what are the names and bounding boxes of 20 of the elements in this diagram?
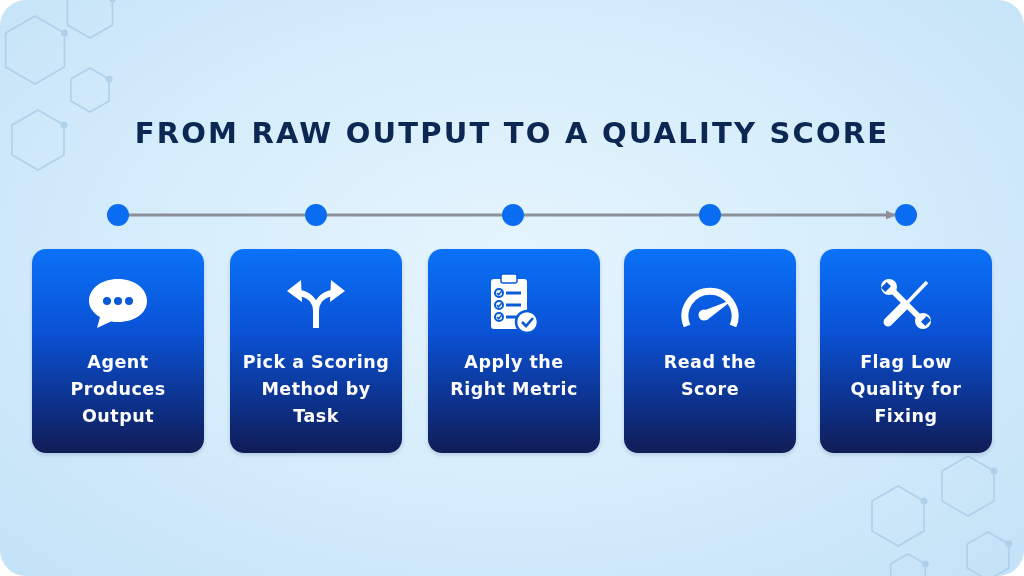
connector-line	[129, 213, 305, 217]
connector-line	[524, 213, 699, 217]
timeline-dot	[502, 204, 524, 226]
step-label: Apply the Right Metric	[449, 351, 579, 401]
step-label: Agent Produces Output	[69, 351, 167, 428]
timeline-dot	[895, 204, 917, 226]
title: FROM RAW OUTPUT TO A QUALITY SCORE	[133, 115, 891, 152]
timeline-dot	[107, 204, 129, 226]
step-label: Flag Low Quality for Fixing	[849, 351, 963, 428]
connector-line	[327, 213, 502, 217]
step-card	[32, 249, 204, 453]
step-card	[624, 249, 796, 453]
timeline-dot	[699, 204, 721, 226]
step-card	[820, 249, 992, 453]
arrow	[721, 210, 896, 220]
timeline-dot	[305, 204, 327, 226]
step-card	[428, 249, 600, 453]
step-label: Pick a Scoring Method by Task	[241, 351, 391, 428]
step-card	[230, 249, 402, 453]
step-label: Read the Score	[662, 351, 758, 401]
